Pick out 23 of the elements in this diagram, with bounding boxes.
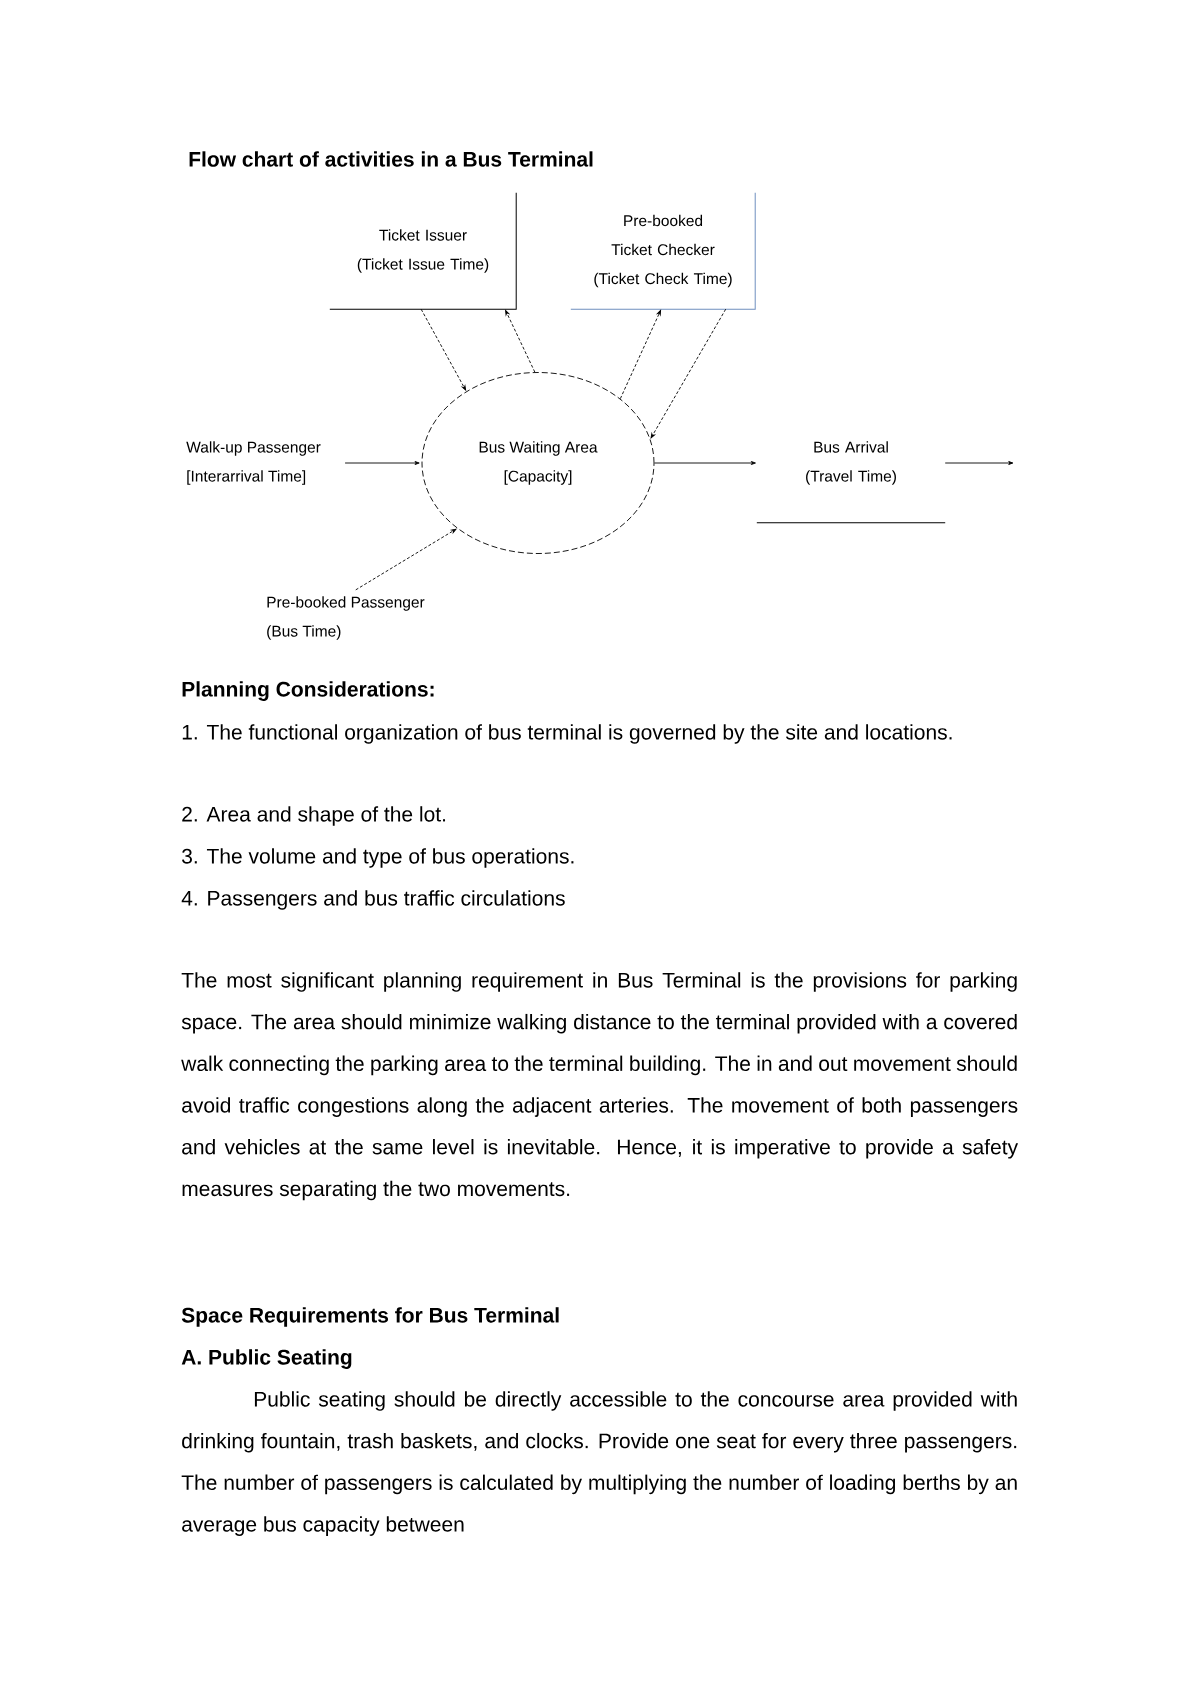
source-label: Walk-up Passenger [Interarrival Time] xyxy=(186,441,321,485)
process-box: Bus Arrival (Travel Time) xyxy=(756,441,946,524)
process-box: Ticket Issuer (Ticket Issue Time) xyxy=(329,192,517,310)
paragraph: Public seating should be directly accessible to the concourse area provided with drinking fountain, trash baskets, and clocks. Provide one seat for every three passengers. The number of passengers is calculated by multiplying the number of loading berths by an average bus capacity between xyxy=(181,1391,1017,1536)
arrow xyxy=(355,528,457,591)
section-heading: Space Requirements for Bus Terminal xyxy=(181,1307,559,1327)
section-heading: Planning Considerations: xyxy=(182,681,434,701)
list-item: 1. The functional organization of bus terminal is governed by the site and locations. xyxy=(182,724,952,744)
arrow xyxy=(654,461,756,465)
list-item: 3. The volume and type of bus operations. xyxy=(182,848,574,868)
arrow xyxy=(344,461,420,465)
list-item: 2. Area and shape of the lot. xyxy=(182,806,446,826)
arrow xyxy=(505,309,536,373)
title: Flow chart of activities in a Bus Terminal xyxy=(189,151,593,167)
process-box: Pre-booked Ticket Checker (Ticket Check Time) xyxy=(570,192,756,310)
arrow xyxy=(650,308,727,439)
arrow xyxy=(619,309,662,400)
arrow xyxy=(944,461,1014,465)
arrow xyxy=(420,308,467,391)
paragraph: The most significant planning requirement in Bus Terminal is the provisions for parking space. The area should minimize walking distance to the terminal provided with a covered walk connecting the parking area to the terminal building. The in and out movement should avoid traffic congestions along the adjacent arteries. The movement of both passengers and vehicles at the same level is inevitable. Hence, it is imperative to provide a safety measures separating the two movements. xyxy=(181,972,1019,1201)
subsection-heading: A. Public Seating xyxy=(181,1349,352,1369)
list-item: 4. Passengers and bus traffic circulations xyxy=(181,890,565,910)
source-label: Pre-booked Passenger (Bus Time) xyxy=(267,596,425,640)
